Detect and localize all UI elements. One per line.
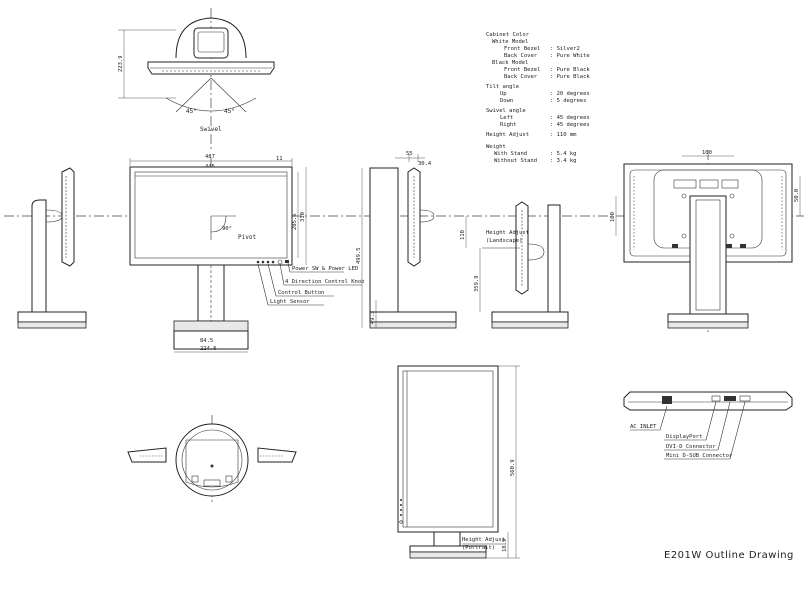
spec-swivel-right-value: : 45 degrees	[550, 122, 590, 128]
spec-swivel-right-label: Right	[500, 122, 517, 128]
callout-control-button: Control Button	[278, 290, 324, 296]
dim-rear-vesa-side: 50.0	[794, 189, 800, 202]
dim-swivel-left: 45°	[186, 108, 197, 115]
dim-rear-vesa-left: 100	[610, 212, 616, 222]
spec-tilt-down-label: Down	[500, 98, 513, 104]
spec-white-model: White Model	[492, 39, 528, 45]
spec-white-front-label: Front Bezel	[504, 46, 540, 52]
dim-rear-vesa: 100	[702, 150, 712, 156]
spec-weight: Weight	[486, 144, 506, 150]
spec-white-back-value: : Pure White	[550, 53, 590, 59]
portrait-stand-column	[433, 531, 461, 547]
portrait-view: 560.9 18.9 Height Adjust (Portrait)	[397, 365, 520, 559]
dim-bezel-side: 11	[276, 156, 283, 162]
spec-height-adjust-value: : 110 mm	[550, 132, 577, 138]
callout-dvi-connector: DVI-D Connector	[666, 444, 716, 450]
spec-with-stand-label: With Stand	[494, 151, 527, 157]
spec-swivel-left-value: : 45 degrees	[550, 115, 590, 121]
spec-tilt-down-value: : 5 degrees	[550, 98, 586, 104]
front-base	[173, 330, 249, 350]
dim-portrait-height: 560.9	[510, 459, 516, 476]
spec-tilt-up-value: : 20 degrees	[550, 91, 590, 97]
spec-black-front-value: : Pure Black	[550, 67, 590, 73]
spec-without-stand-value: : 3.4 kg	[550, 158, 577, 164]
callout-height-landscape-1: Height Adjust	[486, 230, 529, 236]
spec-black-back-label: Back Cover	[504, 74, 538, 80]
top-view: 223.9 45° 45° Swivel	[118, 17, 275, 133]
rear-stand-column	[689, 195, 727, 315]
spec-without-stand-label: Without Stand	[494, 158, 537, 164]
spec-notes: Cabinet Color White Model Front Bezel : …	[486, 32, 590, 164]
spec-black-model: Black Model	[492, 60, 528, 66]
spec-tilt-angle: Tilt angle	[486, 84, 519, 90]
portrait-bezel	[397, 365, 499, 533]
bottom-view	[127, 423, 297, 497]
callout-displayport: DisplayPort	[666, 434, 702, 440]
dim-front-width: 487	[205, 154, 215, 160]
dim-swivel-right: 45°	[224, 108, 235, 115]
front-view: 487 445 11 90° Pivot 285.6 310 84.5 224.…	[129, 154, 364, 353]
dim-screen-height: 285.6	[292, 213, 298, 230]
dim-side-base: 49.3	[370, 311, 376, 324]
spec-with-stand-value: : 5.4 kg	[550, 151, 577, 157]
dim-panel-height: 310	[300, 212, 306, 222]
callout-height-portrait-1: Height Adjust	[462, 537, 505, 543]
base-disc	[175, 423, 249, 497]
left-side-view	[17, 167, 87, 329]
spec-black-back-value: : Pure Black	[550, 74, 590, 80]
right-side-view: 55 30.4 499.5 49.3	[356, 151, 457, 329]
dim-pivot-angle: 90°	[222, 226, 232, 232]
dim-base-depth-inner: 84.5	[200, 338, 213, 344]
dvi-port	[724, 396, 736, 401]
callout-direction-knob: 4 Direction Control Knob	[285, 279, 364, 285]
spec-height-adjust-label: Height Adjust	[486, 132, 529, 138]
callout-power-sw: Power SW & Power LED	[292, 266, 358, 272]
spec-white-front-value: : Silver2	[550, 46, 580, 52]
dim-side-depth-thin: 30.4	[418, 161, 432, 167]
dim-side-height: 499.5	[356, 247, 362, 264]
front-base-top	[173, 320, 249, 332]
dim-side-depth-top: 55	[406, 151, 413, 157]
dim-base-width: 224.6	[200, 346, 217, 352]
callout-dsub-connector: Mini D-SUB Connector	[666, 453, 733, 459]
spec-swivel-angle: Swivel angle	[486, 108, 526, 114]
callout-ac-inlet: AC INLET	[630, 424, 657, 430]
spec-black-front-label: Front Bezel	[504, 67, 540, 73]
dim-portrait-bottom: 18.9	[502, 539, 508, 552]
callout-height-landscape-2: (Landscape)	[486, 238, 522, 244]
label-pivot: Pivot	[238, 234, 256, 241]
front-screen	[134, 171, 288, 259]
side-view-height-adjust: 110 359.9 Height Adjust (Landscape)	[460, 201, 569, 329]
dim-top-depth: 223.9	[118, 55, 124, 72]
spec-white-back-label: Back Cover	[504, 53, 538, 59]
drawing-title: E201W Outline Drawing	[664, 550, 794, 561]
label-swivel: Swivel	[200, 126, 222, 133]
dim-side2-lower: 359.9	[474, 275, 480, 292]
dim-side2-height: 110	[460, 230, 466, 240]
displayport-port	[711, 395, 721, 402]
spec-cabinet-color: Cabinet Color	[486, 32, 530, 38]
rear-view: 100 100 50.0	[610, 150, 801, 329]
spec-swivel-left-label: Left	[500, 115, 513, 121]
callout-light-sensor: Light Sensor	[270, 299, 310, 305]
callout-height-portrait-2: (Portrait)	[462, 545, 495, 551]
connector-view: AC INLET DisplayPort DVI-D Connector Min…	[623, 391, 793, 460]
ac-inlet-port	[662, 396, 672, 404]
spec-tilt-up-label: Up	[500, 91, 507, 97]
dsub-port	[739, 395, 751, 402]
